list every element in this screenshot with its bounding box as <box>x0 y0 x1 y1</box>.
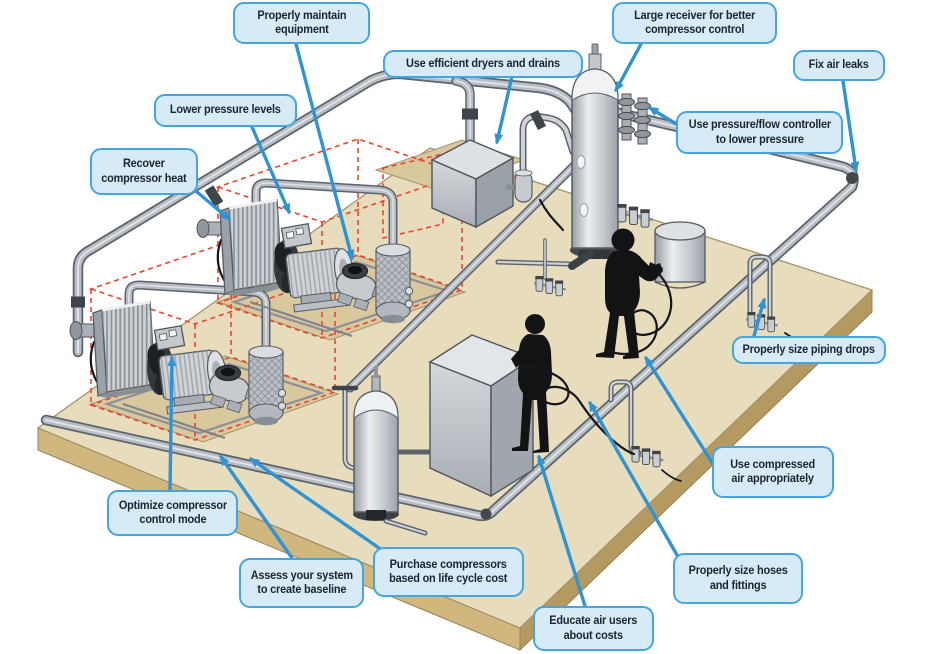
large-receiver-tank <box>495 43 620 270</box>
arrow-pressure-flow <box>647 106 680 127</box>
callout-properly-size-hoses: Properly size hoses and fittings <box>673 553 803 604</box>
arrow-recover-heat <box>188 184 231 221</box>
callout-educate-air-users: Educate air users about costs <box>533 606 654 651</box>
arrow-educate <box>537 454 587 608</box>
callout-label: Properly maintain equipment <box>256 9 347 36</box>
callout-label: Large receiver for better compressor con… <box>634 9 755 36</box>
callout-fix-air-leaks: Fix air leaks <box>793 50 885 81</box>
callout-label: Properly size hoses and fittings <box>688 565 788 592</box>
small-receiver-tank <box>353 366 428 536</box>
arrow-piping-drops <box>752 297 767 338</box>
callout-label: Purchase compressors based on life cycle… <box>389 558 508 585</box>
callout-assess-your-system: Assess your system to create baseline <box>239 558 364 608</box>
callout-label: Recover compressor heat <box>101 158 187 185</box>
callout-label: Use compressed air appropriately <box>730 458 816 485</box>
callout-large-receiver: Large receiver for better compressor con… <box>612 2 777 44</box>
arrow-large-receiver <box>614 42 643 93</box>
callout-label: Use efficient dryers and drains <box>406 57 560 70</box>
arrow-purchase <box>248 457 381 550</box>
arrow-lower-pressure <box>250 125 291 215</box>
air-dryer <box>430 76 577 232</box>
callout-use-efficient-dryers-drains: Use efficient dryers and drains <box>383 50 583 78</box>
arrow-optimize-control <box>167 355 177 492</box>
callout-label: Fix air leaks <box>808 59 870 72</box>
arrow-fix-leaks <box>841 79 860 173</box>
callout-use-compressed-air: Use compressed air appropriately <box>712 446 834 498</box>
main-pipe-ring <box>40 106 859 522</box>
callout-lower-pressure-levels: Lower pressure levels <box>154 94 297 127</box>
callout-pressure-flow-controller: Use pressure/flow controller to lower pr… <box>676 111 843 154</box>
callout-label: Use pressure/flow controller to lower pr… <box>688 119 831 146</box>
callout-label: Properly size piping drops <box>742 343 876 356</box>
arrow-compressed-air <box>644 355 715 466</box>
arrow-dryers-drains <box>494 74 514 145</box>
storage-drum <box>654 221 706 289</box>
pressure-flow-controller <box>618 93 651 145</box>
callout-label: Lower pressure levels <box>170 104 281 117</box>
callout-properly-maintain-equipment: Properly maintain equipment <box>233 2 370 44</box>
callout-optimize-compressor-control: Optimize compressor control mode <box>107 490 238 536</box>
arrow-properly-maintain <box>294 42 355 261</box>
arrow-hoses-fittings <box>588 400 679 557</box>
callout-recover-compressor-heat: Recover compressor heat <box>90 148 198 195</box>
callout-arrows <box>167 42 860 608</box>
callout-label: Educate air users about costs <box>549 615 638 642</box>
equipment-cabinet <box>428 334 535 498</box>
arrow-assess-system <box>219 454 294 560</box>
callout-purchase-compressors: Purchase compressors based on life cycle… <box>373 547 524 597</box>
callout-label: Optimize compressor control mode <box>118 499 227 526</box>
callout-properly-size-piping-drops: Properly size piping drops <box>732 336 886 364</box>
callout-label: Assess your system to create baseline <box>250 569 353 596</box>
air-hoses <box>518 266 673 456</box>
